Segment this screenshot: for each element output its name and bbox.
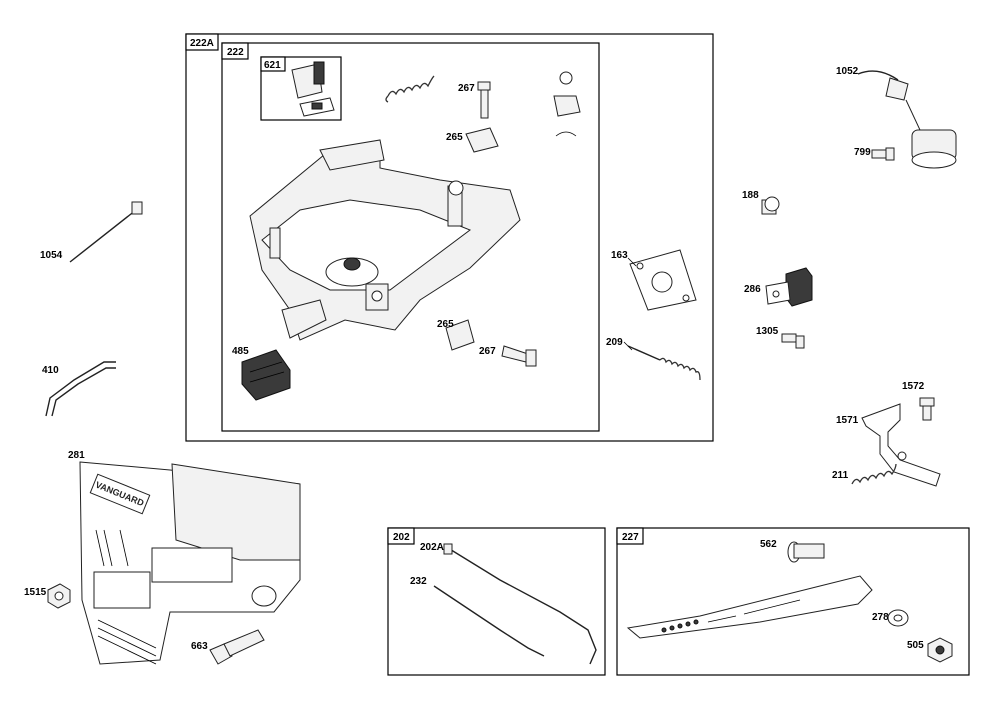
callout-265-bottom: 265 bbox=[437, 319, 454, 330]
part-188-nut: 188 bbox=[742, 190, 780, 215]
part-control-bracket bbox=[249, 139, 521, 341]
callout-209: 209 bbox=[606, 337, 623, 348]
callout-163: 163 bbox=[611, 250, 628, 261]
callout-1054: 1054 bbox=[40, 250, 63, 261]
part-621-bracket bbox=[291, 61, 335, 117]
group-621: 621 bbox=[260, 56, 342, 121]
callout-267-top: 267 bbox=[458, 83, 475, 94]
callout-562: 562 bbox=[760, 539, 777, 550]
callout-485: 485 bbox=[232, 346, 249, 357]
part-410-tube: 410 bbox=[42, 361, 116, 417]
callout-663: 663 bbox=[191, 641, 208, 652]
callout-267-bottom: 267 bbox=[479, 346, 496, 357]
part-278-washer: 278 bbox=[872, 609, 909, 627]
part-281-cover: VANGUARD 281 bbox=[68, 450, 301, 665]
callout-278: 278 bbox=[872, 612, 889, 623]
group-222A-label: 222A bbox=[190, 38, 214, 49]
part-1515-nut: 1515 bbox=[24, 583, 71, 609]
group-202: 202 bbox=[387, 527, 606, 676]
part-1305-bolt: 1305 bbox=[756, 326, 805, 349]
group-621-label: 621 bbox=[264, 60, 281, 71]
part-1572-bolt: 1572 bbox=[902, 381, 935, 421]
part-209-spring: 209 bbox=[606, 337, 701, 381]
callout-188: 188 bbox=[742, 190, 759, 201]
callout-286: 286 bbox=[744, 284, 761, 295]
callout-799: 799 bbox=[854, 147, 871, 158]
part-202-cables: 202A 232 bbox=[410, 542, 597, 665]
callout-1571: 1571 bbox=[836, 415, 859, 426]
part-1571-bracket: 1571 bbox=[836, 403, 941, 487]
part-163-gasket: 163 bbox=[611, 249, 697, 311]
part-505-nut: 505 bbox=[907, 637, 953, 663]
callout-211: 211 bbox=[832, 470, 849, 481]
part-265-clip-top: 265 bbox=[446, 127, 499, 153]
part-265-clip-bottom: 265 bbox=[437, 319, 475, 351]
group-227-label: 227 bbox=[622, 532, 639, 543]
callout-281: 281 bbox=[68, 450, 85, 461]
group-222A: 222A bbox=[185, 33, 714, 442]
part-small-hardware bbox=[553, 71, 581, 137]
part-1054-cable-tie: 1054 bbox=[40, 201, 143, 263]
callout-505: 505 bbox=[907, 640, 924, 651]
group-227: 227 bbox=[616, 527, 970, 676]
part-211-spring: 211 bbox=[832, 463, 897, 485]
callout-202A: 202A bbox=[420, 542, 444, 553]
callout-1572: 1572 bbox=[902, 381, 925, 392]
part-267-screw-bottom: 267 bbox=[479, 345, 537, 367]
part-562-pin: 562 bbox=[760, 539, 825, 563]
part-spring-top bbox=[385, 75, 435, 103]
callout-410: 410 bbox=[42, 365, 59, 376]
group-202-label: 202 bbox=[393, 532, 410, 543]
part-227-lever bbox=[626, 575, 873, 639]
callout-1305: 1305 bbox=[756, 326, 779, 337]
group-222-label: 222 bbox=[227, 47, 244, 58]
part-799-screw: 799 bbox=[854, 147, 895, 161]
callout-1515: 1515 bbox=[24, 587, 47, 598]
group-222: 222 bbox=[221, 42, 600, 432]
callout-265-top: 265 bbox=[446, 132, 463, 143]
callout-1052: 1052 bbox=[836, 66, 859, 77]
part-1052-solenoid: 1052 bbox=[836, 66, 957, 169]
part-485-block: 485 bbox=[232, 346, 291, 401]
part-286-mount: 286 bbox=[744, 267, 813, 307]
callout-232: 232 bbox=[410, 576, 427, 587]
part-663-bolt: 663 bbox=[191, 629, 265, 665]
part-267-screw-top: 267 bbox=[458, 81, 491, 119]
